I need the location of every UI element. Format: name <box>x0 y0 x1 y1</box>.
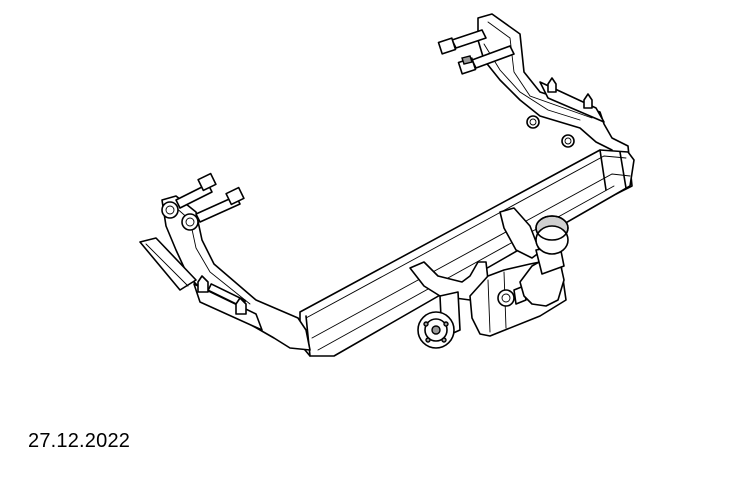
right-upper-bolts <box>437 29 515 75</box>
left-upper-bolts <box>175 172 245 223</box>
left-mounting-bracket <box>139 195 311 351</box>
tow-ball-mount <box>409 207 569 349</box>
drawing-date: 27.12.2022 <box>28 430 131 452</box>
cross-beam <box>299 149 635 357</box>
towbar-technical-drawing <box>139 13 635 357</box>
